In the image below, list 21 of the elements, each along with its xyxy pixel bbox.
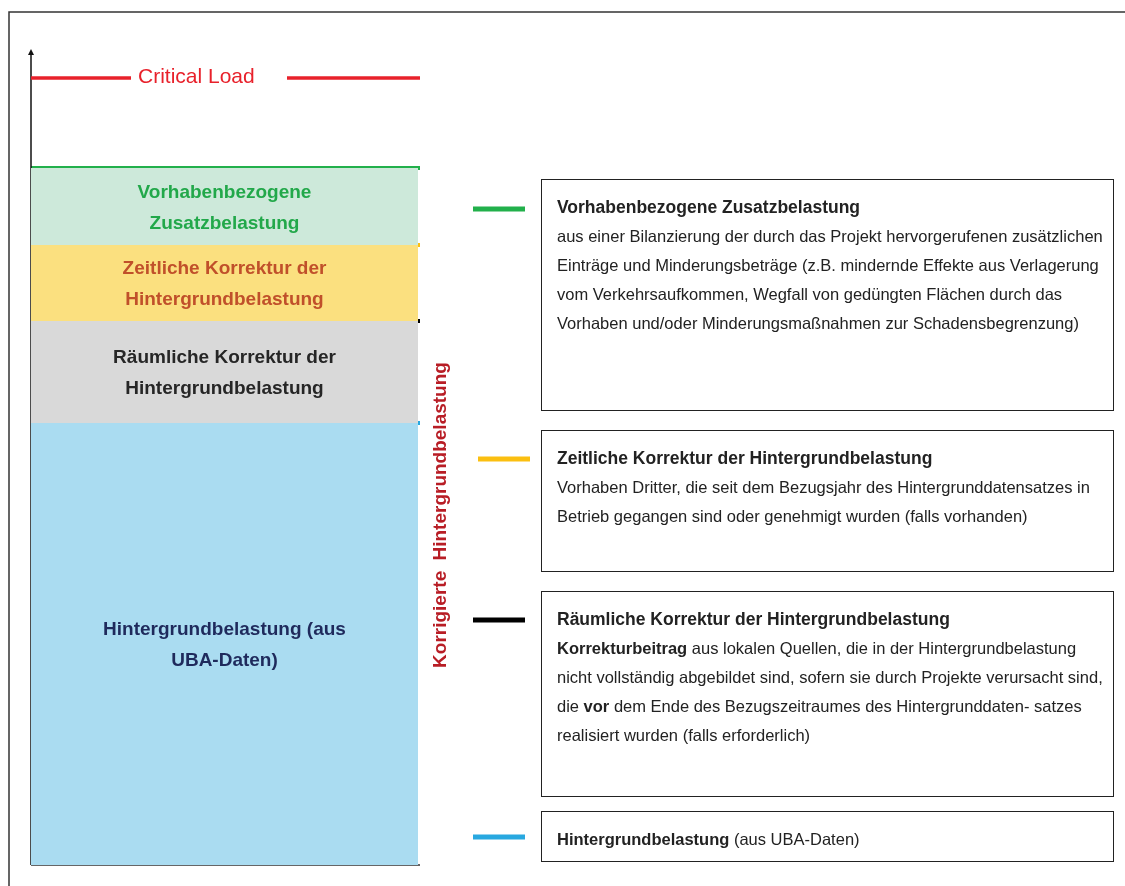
box-description: aus einer Bilanzierung der durch das Projekt hervorgerufenen zusätzlichen Einträge und Minderungsbeträge (z.B. mindernde Effekte aus Verlagerung vom Verkehrsaufkommen, Wegfall von gedüngten Flächen durch das Vorhaben und/oder Minderungsmaßnahmen zur Schadensbegrenzung) [557,226,1104,334]
band-label: Vorhabenbezogene Zusatzbelastung [136,179,313,235]
band-label: Zeitliche Korrektur der Hintergrundbelastung [121,256,328,311]
band-label: Hintergrundbelastung (aus UBA-Daten) [102,617,347,672]
description-box [541,811,1114,862]
layer-band [31,168,418,245]
description-box [541,430,1114,572]
description-box [541,179,1114,411]
box-heading: Räumliche Korrektur der Hintergrundbelastung [557,608,951,631]
box-heading: Zeitliche Korrektur der Hintergrundbelastung [557,447,934,470]
critical-load-label: Critical Load [138,64,255,88]
layer-band [31,321,418,423]
layer-band [31,423,418,865]
box-heading: Vorhabenbezogene Zusatzbelastung [557,196,862,219]
description-box [541,591,1114,797]
box-description: Vorhaben Dritter, die seit dem Bezugsjahr des Hintergrunddatensatzes in Betrieb gegangen sind oder genehmigt wurden (falls vorhanden) [557,477,1091,527]
dimension-label: Korrigierte Hintergrundbelastung [429,362,451,668]
band-label: Räumliche Korrektur der Hintergrundbelastung [112,345,337,400]
layer-band [31,245,418,321]
box-description: Korrekturbeitrag aus lokalen Quellen, die in der Hintergrundbelastung nicht vollständig abgebildet sind, sofern sie durch Projekte verursacht sind, die vor dem Ende des Bezugszeitraumes des Hintergrunddaten- satzes realisiert wurden (falls erforderlich) [557,638,1104,746]
box-description: Hintergrundbelastung (aus UBA-Daten) [557,829,861,850]
